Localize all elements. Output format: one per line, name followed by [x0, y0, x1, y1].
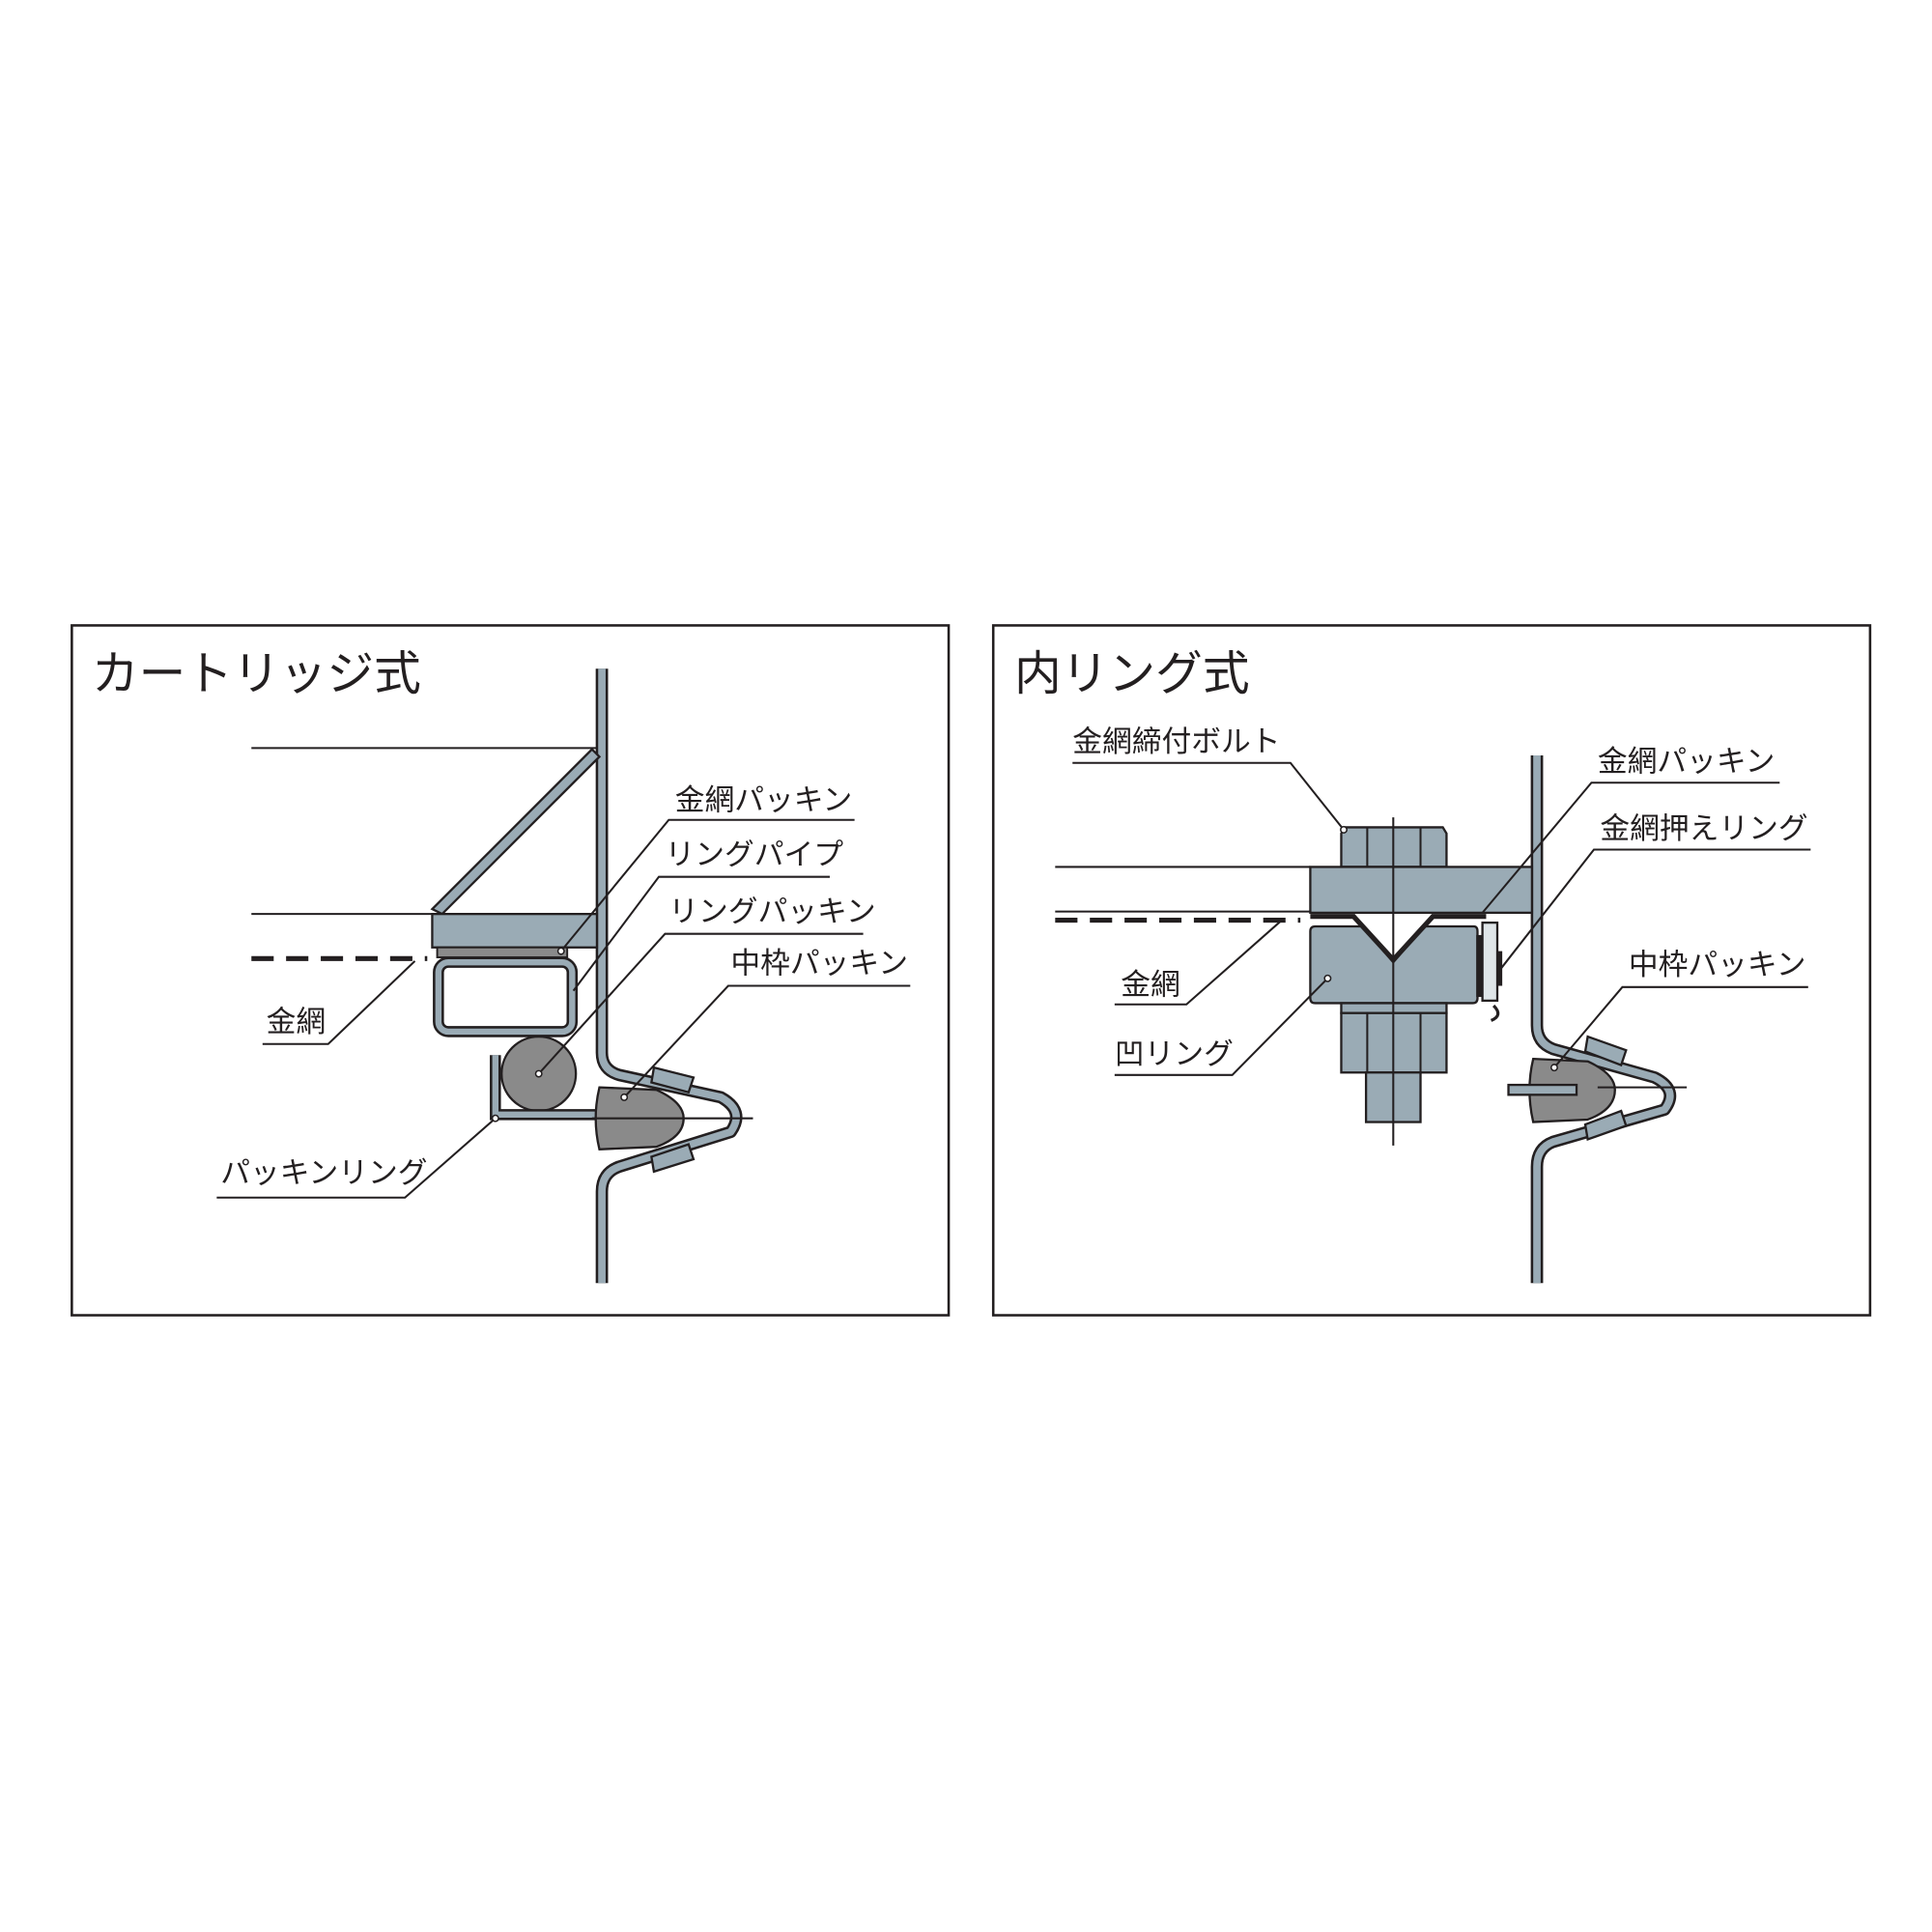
svg-text:金網: 金網	[1121, 967, 1180, 1002]
mesh-press-ring	[1481, 921, 1499, 1003]
label-mesh-packing: 金網パッキン	[1481, 745, 1780, 914]
label-frame-packing: 中枠パッキン	[620, 947, 911, 1101]
panel-frame	[71, 624, 951, 1317]
packing-insert	[1507, 1083, 1578, 1096]
label-frame-packing: 中枠パッキン	[1550, 948, 1808, 1072]
label-mesh-bolt: 金網締付ボルト	[1072, 724, 1348, 834]
svg-text:中枠パッキン: 中枠パッキン	[1629, 948, 1806, 982]
frame-clip-lower	[650, 1143, 696, 1174]
svg-text:金網: 金網	[267, 1005, 327, 1039]
panel-title: カートリッジ式	[92, 647, 421, 701]
panel-frame	[991, 624, 1872, 1317]
svg-text:中枠パッキン: 中枠パッキン	[730, 947, 908, 981]
label-mesh: 金網	[262, 960, 416, 1045]
svg-text:金網パッキン: 金網パッキン	[675, 782, 853, 817]
housing-wall	[595, 668, 743, 1284]
inner-ring-type-panel: 内リング式 金網締付ボルト 金網パッキン	[991, 624, 1872, 1317]
svg-text:パッキンリング: パッキンリング	[220, 1155, 427, 1190]
label-ring-pipe: リングパイプ	[572, 838, 843, 992]
mesh-packing-strip	[436, 946, 569, 958]
svg-text:リングパイプ: リングパイプ	[665, 838, 843, 872]
label-mesh-press-ring: 金網押えリング	[1500, 811, 1811, 970]
frame-clip-upper	[650, 1065, 696, 1094]
svg-text:金網締付ボルト: 金網締付ボルト	[1072, 724, 1280, 759]
label-mesh-packing: 金網パッキン	[556, 782, 855, 955]
diagonal-brace	[430, 748, 602, 916]
ring-pipe	[433, 956, 579, 1037]
label-ring-packing: リングパッキン	[534, 895, 876, 1078]
frame-clip-upper	[1583, 1035, 1628, 1067]
svg-text:金網押えリング: 金網押えリング	[1600, 811, 1807, 846]
housing-wall	[1530, 755, 1677, 1284]
label-packing-ring: パッキンリング	[216, 1114, 499, 1199]
frame-clip-lower	[1583, 1109, 1628, 1142]
cartridge-type-panel: カートリッジ式 金網パッキン リングパイプ リングパッキン	[71, 624, 951, 1317]
label-mesh: 金網	[1114, 919, 1283, 1006]
panel-title: 内リング式	[1014, 647, 1250, 701]
support-plate	[431, 913, 599, 949]
svg-text:金網パッキン: 金網パッキン	[1598, 745, 1776, 780]
support-plate	[1309, 866, 1534, 915]
svg-text:凹リング: 凹リング	[1115, 1037, 1234, 1071]
svg-text:リングパッキン: リングパッキン	[668, 895, 875, 929]
label-concave-ring: 凹リング	[1114, 974, 1332, 1076]
